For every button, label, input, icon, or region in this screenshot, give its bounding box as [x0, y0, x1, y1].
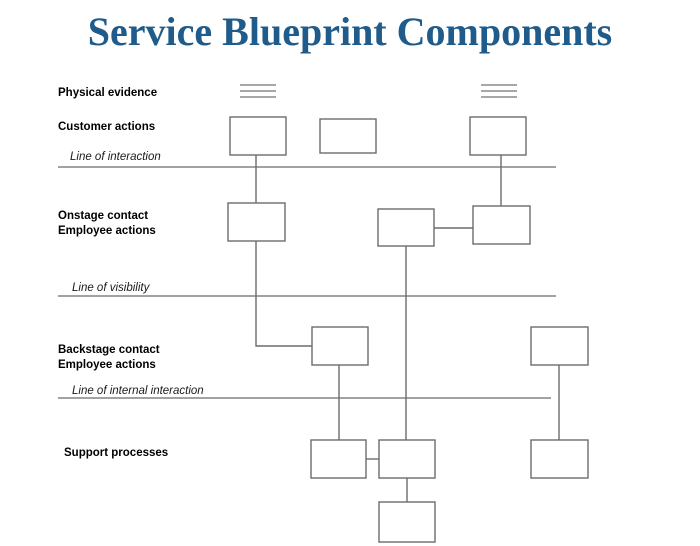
backstage-box-2[interactable]: [530, 326, 589, 366]
row-label-onstage-contact-line2: Employee actions: [58, 225, 156, 237]
page-title: Service Blueprint Components: [87, 9, 613, 54]
evidence-marker-1-icon: [240, 84, 276, 98]
row-label-backstage-contact: Backstage contact: [58, 344, 160, 356]
connector-onstage1-to-backstage1: [255, 241, 312, 347]
row-label-backstage-contact-line2: Employee actions: [58, 359, 156, 371]
support-box-1[interactable]: [310, 439, 367, 479]
row-label-support-processes: Support processes: [64, 447, 168, 459]
divider-label-line-of-interaction: Line of interaction: [70, 151, 161, 163]
customer-box-2[interactable]: [319, 118, 377, 154]
support-box-3[interactable]: [530, 439, 589, 479]
onstage-box-1[interactable]: [227, 202, 286, 242]
divider-label-line-of-visibility: Line of visibility: [72, 282, 151, 294]
backstage-box-1[interactable]: [311, 326, 369, 366]
evidence-marker-2-icon: [481, 84, 517, 98]
support-box-2[interactable]: [378, 439, 436, 479]
divider-label-line-of-internal-interaction: Line of internal interaction: [72, 385, 204, 397]
customer-box-3[interactable]: [469, 116, 527, 156]
row-label-customer-actions: Customer actions: [58, 121, 155, 133]
onstage-box-3[interactable]: [472, 205, 531, 245]
row-label-physical-evidence: Physical evidence: [58, 87, 157, 99]
onstage-box-2[interactable]: [377, 208, 435, 247]
customer-box-1[interactable]: [229, 116, 287, 156]
row-label-onstage-contact: Onstage contact: [58, 210, 148, 222]
support-box-4[interactable]: [378, 501, 436, 543]
